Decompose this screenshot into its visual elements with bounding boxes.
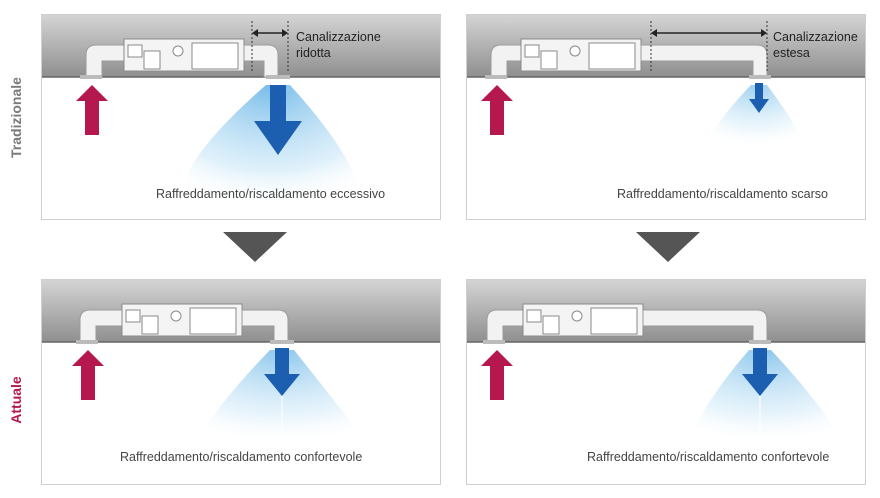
duct-label-line2: ridotta [296,46,331,60]
return-grille [485,75,507,79]
return-duct [79,309,125,343]
supply-duct [640,44,768,78]
return-air-arrow [481,85,513,135]
panel-caption: Raffreddamento/riscaldamento confortevol… [587,450,830,464]
return-air-arrow [72,350,104,400]
return-air-arrow [76,85,108,135]
airflow-cone [687,350,847,450]
panel-caption: Raffreddamento/riscaldamento confortevol… [120,450,363,464]
diagram-traditional-long-duct [467,15,865,155]
row-label-current: Attuale [8,376,24,424]
return-grille [76,340,98,344]
airflow-cone [706,85,807,155]
airflow-cone [178,85,363,219]
panel-caption: Raffreddamento/riscaldamento scarso [617,187,828,201]
diagram-traditional-short-duct [42,15,440,219]
duct-label-line1: Canalizzazione [296,30,381,44]
panel-traditional-long-duct: Canalizzazione estesa Raffreddamento/ris… [466,14,866,220]
supply-grille [749,340,771,344]
return-duct [85,44,127,78]
duct-label: Canalizzazione ridotta [296,29,381,61]
transition-arrow-right [636,232,700,262]
panel-current-left: Raffreddamento/riscaldamento confortevol… [41,279,441,485]
panel-current-right: Raffreddamento/riscaldamento confortevol… [466,279,866,485]
panel-caption: Raffreddamento/riscaldamento eccessivo [156,187,386,201]
supply-air-arrow [264,348,300,396]
panel-traditional-short-duct: Canalizzazione ridotta Raffreddamento/ri… [41,14,441,220]
supply-duct [241,309,289,343]
supply-air-arrow [254,85,302,155]
supply-grille [266,75,290,79]
return-grille [80,75,102,79]
diagram-current-left [42,280,440,450]
supply-grille [270,340,294,344]
diagram-current-right [467,280,865,450]
transition-arrow-left [223,232,287,262]
return-duct [490,44,524,78]
row-label-traditional: Tradizionale [8,77,24,158]
return-air-arrow [481,350,513,400]
supply-grille [749,75,771,79]
supply-air-arrow [749,83,769,113]
duct-label: Canalizzazione estesa [773,29,858,61]
supply-air-arrow [742,348,778,396]
return-grille [483,340,505,344]
duct-label-line2: estesa [773,46,810,60]
return-duct [486,309,526,343]
supply-duct [642,309,768,343]
duct-label-line1: Canalizzazione [773,30,858,44]
